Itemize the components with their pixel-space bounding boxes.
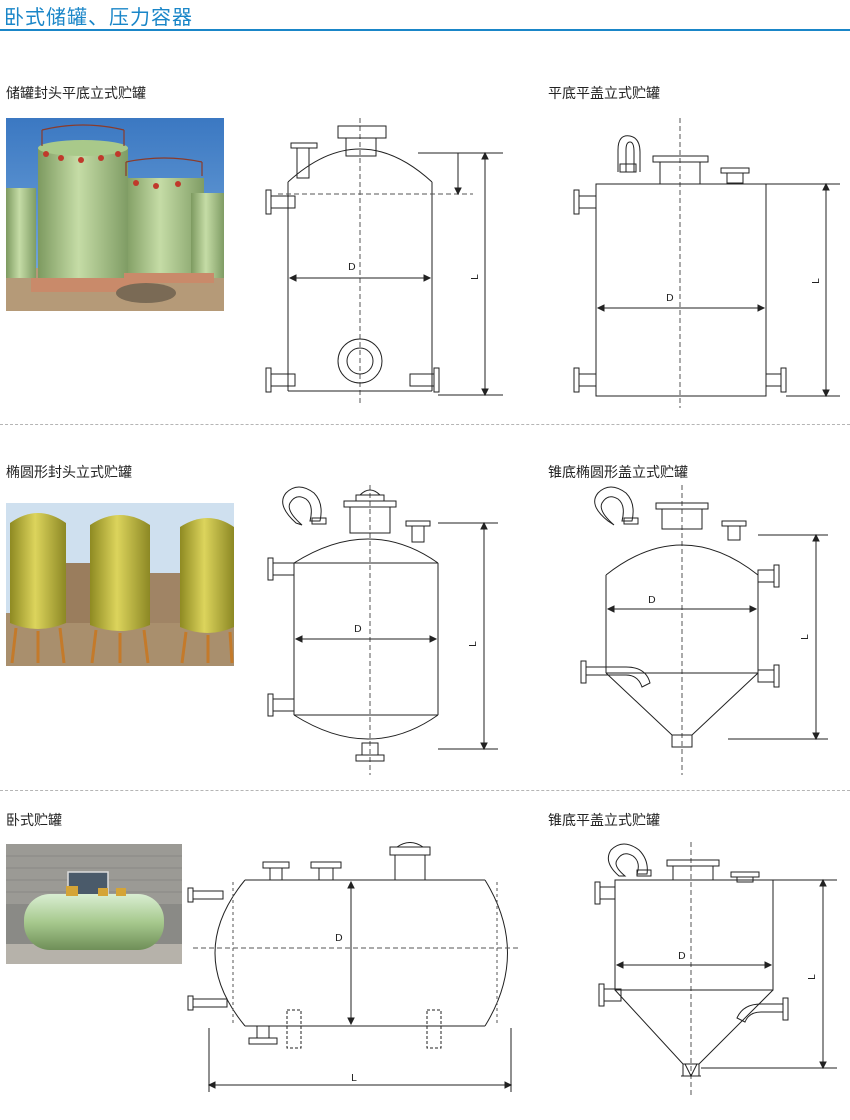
dim-l-label: L	[470, 274, 481, 280]
diagram-elliptical-head-tank: D L	[258, 485, 508, 775]
page-header: 卧式储罐、压力容器	[0, 0, 850, 32]
header-rule	[0, 29, 850, 31]
label-horizontal-tank: 卧式贮罐	[6, 813, 62, 829]
dim-d-label: D	[648, 595, 656, 606]
storage-tank-photo	[6, 118, 224, 311]
diagram-cone-bottom-flat-cover-tank: D L	[585, 842, 845, 1097]
section-divider	[0, 790, 850, 791]
label-flat-bottom-head-tank: 储罐封头平底立式贮罐	[6, 86, 146, 102]
section-divider	[0, 424, 850, 425]
dim-l-label: L	[351, 1073, 357, 1084]
label-elliptical-head-tank: 椭圆形封头立式贮罐	[6, 465, 132, 481]
page-title: 卧式储罐、压力容器	[4, 5, 193, 29]
dim-l-label: L	[800, 634, 811, 640]
diagram-horizontal-tank: D L	[185, 842, 525, 1097]
label-cone-bottom-elliptical-cover-tank: 锥底椭圆形盖立式贮罐	[548, 465, 688, 481]
label-cone-bottom-flat-cover-tank: 锥底平盖立式贮罐	[548, 813, 660, 829]
dim-d-label: D	[348, 262, 356, 273]
dim-d-label: D	[354, 624, 362, 635]
dim-l-label: L	[811, 278, 822, 284]
diagram-flat-bottom-head-tank: D L	[258, 118, 508, 403]
dim-d-label: D	[666, 293, 674, 304]
dim-l-label: L	[468, 641, 479, 647]
diagram-flat-bottom-flat-cover-tank: D L	[568, 118, 848, 408]
diagram-cone-bottom-elliptical-cover-tank: D L	[568, 485, 848, 775]
label-flat-bottom-flat-cover-tank: 平底平盖立式贮罐	[548, 86, 660, 102]
dim-l-label: L	[807, 974, 818, 980]
dim-d-label: D	[678, 951, 686, 962]
elliptical-tank-photo	[6, 503, 234, 666]
horizontal-tank-photo	[6, 844, 182, 964]
dim-d-label: D	[335, 933, 343, 944]
